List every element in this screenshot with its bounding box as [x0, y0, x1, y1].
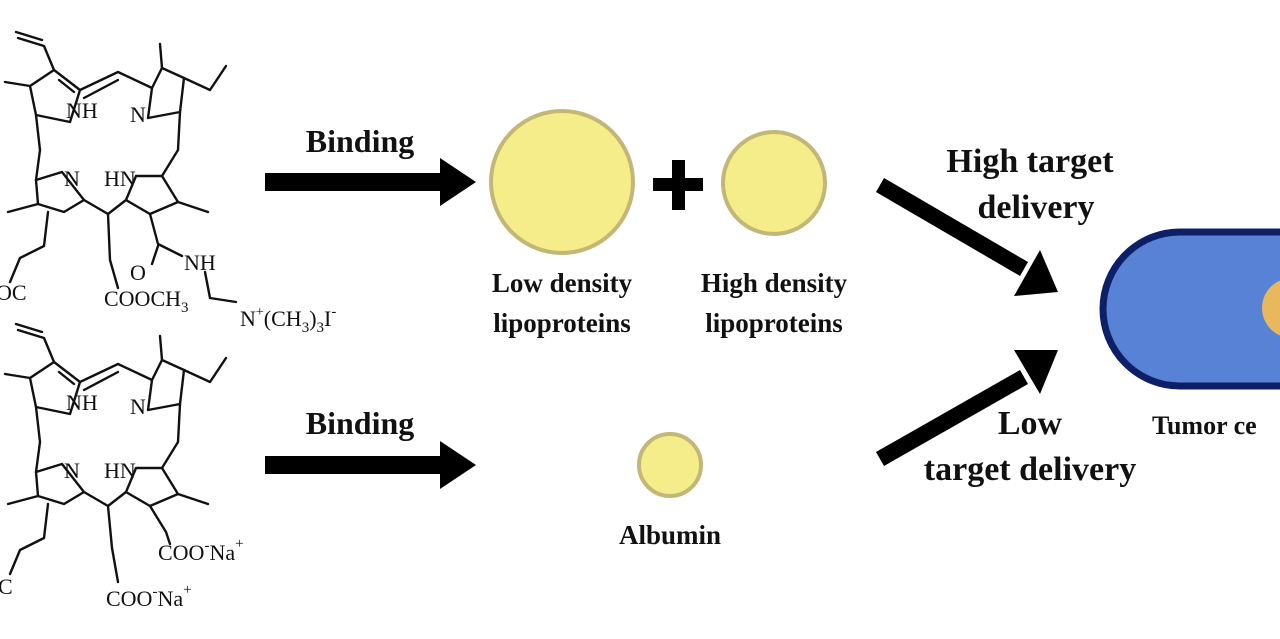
- top-vinyl-bond: [16, 36, 56, 72]
- high-delivery-arrow-shaft: [876, 178, 1028, 276]
- albumin-group: Albumin: [619, 432, 721, 550]
- bottom-porphyrin-molecule: NH N N HN COO-Na+ COO-Na+ C: [0, 322, 244, 611]
- tumor-cell-nucleus: [1262, 280, 1280, 336]
- bottom-pyrrole-a: [28, 360, 82, 416]
- top-methyl-b: [158, 42, 164, 70]
- bottom-atom-n-right: N: [130, 394, 146, 419]
- top-atom-amide-nh: NH: [184, 250, 216, 275]
- top-ester-group: COOCH3: [104, 286, 189, 316]
- top-propionate-chain: [8, 210, 50, 284]
- ldl-particle: [489, 109, 635, 255]
- top-atom-n-left: N: [64, 166, 80, 191]
- top-amide-chain: [148, 212, 184, 258]
- hdl-particle: [721, 130, 827, 236]
- bottom-pyrrole-b: [146, 358, 186, 412]
- low-delivery-label-line1: Low: [998, 405, 1063, 442]
- lipoprotein-group: Low density lipoproteins High density li…: [489, 109, 848, 338]
- binding-arrow-bottom-shaft: [265, 456, 443, 474]
- hdl-label-line1: High density: [701, 268, 848, 298]
- binding-arrow-top: Binding: [265, 123, 476, 206]
- top-atom-n-right: N: [130, 102, 146, 127]
- bottom-meso-double-top: [82, 370, 120, 392]
- bottom-atom-hn: HN: [104, 458, 136, 483]
- bottom-meso-right: [160, 402, 182, 470]
- hdl-label-line2: lipoproteins: [705, 308, 843, 338]
- bottom-methyl-b: [158, 334, 164, 362]
- bottom-atom-n-left: N: [64, 458, 80, 483]
- top-quaternary-ammonium: N+(CH3)3I-: [240, 304, 336, 336]
- bottom-methyl-a: [3, 372, 32, 380]
- top-vinyl-double: [14, 30, 44, 42]
- bottom-propionate-chain: [8, 502, 50, 576]
- top-meso-right: [160, 110, 182, 178]
- bottom-pyrrole-a-double: [57, 370, 76, 386]
- tumor-cell-label: Tumor ce: [1152, 411, 1257, 440]
- bottom-pyrrole-c: [124, 466, 180, 508]
- binding-label-top: Binding: [306, 123, 415, 159]
- top-pyrrole-a-double: [57, 78, 76, 94]
- bottom-vinyl-bond: [16, 328, 56, 364]
- top-meso-double-top: [82, 78, 120, 100]
- plus-sign-vertical: [672, 160, 685, 210]
- top-atom-o: O: [130, 260, 146, 285]
- plus-sign-icon: [653, 160, 703, 210]
- top-carbonyl: [150, 244, 160, 266]
- top-atom-hn: HN: [104, 166, 136, 191]
- binding-arrow-top-shaft: [265, 173, 443, 191]
- low-delivery-arrow-head: [1014, 350, 1058, 394]
- low-delivery-arrow-shaft: [876, 370, 1028, 466]
- tumor-cell-body: [1099, 228, 1280, 390]
- high-delivery-arrow: High target delivery: [876, 143, 1114, 296]
- albumin-particle: [637, 432, 703, 498]
- top-methyl-a: [3, 80, 32, 88]
- bottom-carboxylate-chain-1: [106, 504, 120, 584]
- top-atom-nh: NH: [66, 98, 98, 123]
- bottom-methyl-c: [176, 492, 210, 506]
- top-pyrrole-c: [124, 174, 180, 216]
- top-pyrrole-b: [146, 66, 186, 120]
- binding-label-bottom: Binding: [306, 405, 415, 441]
- bottom-vinyl-double: [14, 322, 44, 334]
- high-delivery-label-line2: delivery: [977, 189, 1094, 226]
- bottom-carboxylate-sodium-2: COO-Na+: [106, 582, 192, 611]
- bottom-meso-left-lower: [34, 440, 42, 474]
- high-delivery-label-line1: High target: [946, 143, 1114, 180]
- high-delivery-arrow-head: [1014, 250, 1058, 296]
- bottom-carboxylate-chain-2: [148, 504, 172, 546]
- low-delivery-arrow: Low target delivery: [876, 350, 1136, 488]
- bottom-ethyl-b: [182, 356, 228, 384]
- top-meso-left-lower: [34, 148, 42, 182]
- top-meso-bottom: [82, 198, 128, 216]
- top-ester-chain: [106, 212, 120, 290]
- top-meso-left-upper: [34, 113, 42, 152]
- top-methyl-d: [6, 202, 40, 214]
- binding-arrow-bottom-head: [440, 441, 476, 489]
- tumor-cell: Tumor ce: [1099, 228, 1280, 440]
- bottom-meso-left-upper: [34, 405, 42, 444]
- ldl-label-line2: lipoproteins: [493, 308, 631, 338]
- bottom-atom-nh: NH: [66, 390, 98, 415]
- binding-arrow-bottom: Binding: [265, 405, 476, 489]
- bottom-carboxylate-sodium-1: COO-Na+: [158, 536, 244, 565]
- top-pyrroline-d: [34, 170, 86, 214]
- top-pyrrole-a: [28, 68, 82, 124]
- low-delivery-label-line2: target delivery: [924, 451, 1136, 488]
- top-ethyl-b: [182, 64, 228, 92]
- top-meso-bridge-top: [78, 70, 154, 92]
- binding-arrow-top-head: [440, 158, 476, 206]
- top-amine-chain: [203, 270, 238, 304]
- bottom-meso-bottom: [82, 490, 128, 508]
- bottom-methyl-d: [6, 494, 40, 506]
- albumin-label: Albumin: [619, 520, 721, 550]
- bottom-atom-cut-left: C: [0, 574, 13, 599]
- bottom-meso-bridge-top: [78, 362, 154, 384]
- bottom-pyrroline-d: [34, 462, 86, 506]
- ldl-label-line1: Low density: [492, 268, 633, 298]
- top-atom-cut-left: OC: [0, 280, 27, 305]
- top-methyl-c: [176, 200, 210, 214]
- top-porphyrin-molecule: NH N N HN O NH OC COOCH3 N+(CH3)3I-: [0, 30, 336, 336]
